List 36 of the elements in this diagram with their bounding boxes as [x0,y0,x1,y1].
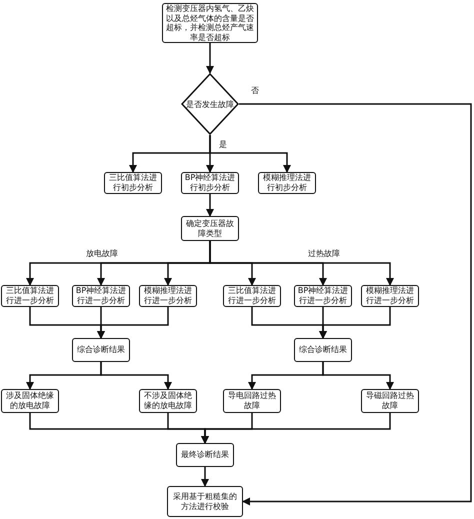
process-box: BP神经算法进行进一步分析 [294,285,352,307]
process-box: 三比值算法进行进一步分析 [223,285,281,307]
edge-label: 过热故障 [307,249,341,259]
process-box: 涉及固体绝缘的放电故障 [1,389,59,413]
arrow [206,194,214,217]
arrow [201,467,209,487]
process-box: 检测变压器内氢气、乙炔以及总烃气体的含量是否超标，并检测总烃产气速率是否超标 [162,3,258,43]
process-box: 确定变压器故障类型 [181,216,239,241]
process-box: BP神经算法进行初步分析 [181,172,239,194]
edge-label: 否 [250,86,260,96]
process-box: 导电回路过热故障 [223,389,281,413]
arrow [100,362,172,390]
arrow [322,362,394,390]
process-box: 三比值算法进行进一步分析 [1,285,59,307]
arrow [209,135,291,173]
decision-text: 是否发生故障 [186,98,234,110]
arrow [201,413,391,444]
process-box: 综合诊断结果 [72,338,130,362]
process-box: 三比值算法进行初步分析 [104,172,162,194]
process-box: 模糊推理法进行初步分析 [258,172,316,194]
decision-diamond [181,73,239,135]
process-box: 最终诊断结果 [176,443,234,467]
process-box: 不涉及固体绝缘的放电故障 [139,389,197,413]
arrow [206,43,214,74]
process-box: 导磁回路过热故障 [361,389,419,413]
process-box: BP神经算法进行进一步分析 [72,285,130,307]
process-box: 综合诊断结果 [294,338,352,362]
arrow [97,307,169,339]
arrow [239,103,472,506]
edge-label: 放电故障 [85,249,119,259]
edge-label: 是 [218,140,228,150]
arrow [319,307,391,339]
process-box: 模糊推理法进行进一步分析 [361,285,419,307]
process-box: 采用基于粗糙集的方法进行校验 [167,486,243,517]
arrow [209,241,394,286]
process-box: 模糊推理法进行进一步分析 [139,285,197,307]
